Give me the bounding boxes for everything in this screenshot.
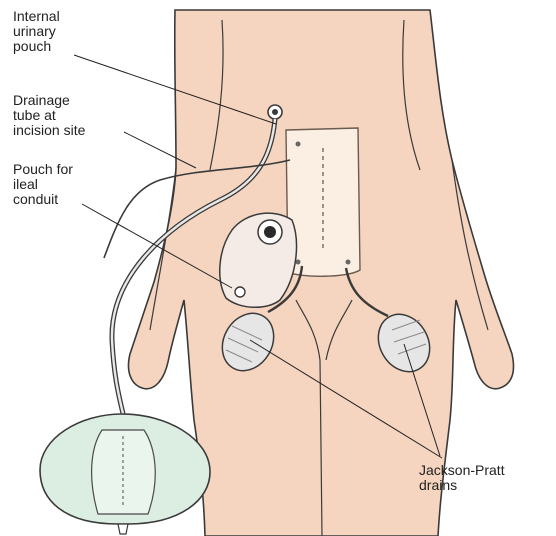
label-line: Jackson-Pratt [419, 463, 505, 478]
drainage-tube-port-center [272, 109, 278, 115]
label-line: urinary [13, 24, 60, 39]
dressing-stitch-1 [296, 142, 301, 147]
label-ileal-conduit-pouch: Pouch for ileal conduit [13, 162, 73, 207]
label-line: Pouch for [13, 162, 73, 177]
dressing-stitch-3 [346, 260, 351, 265]
label-line: Internal [13, 9, 60, 24]
label-line: tube at [13, 108, 85, 123]
label-line: incision site [13, 123, 85, 138]
label-line: Drainage [13, 93, 85, 108]
collection-bag-outlet [118, 524, 128, 534]
label-internal-urinary-pouch: Internal urinary pouch [13, 9, 60, 54]
label-drainage-tube: Drainage tube at incision site [13, 93, 85, 138]
stoma-opening-center [264, 226, 276, 238]
label-line: pouch [13, 39, 60, 54]
label-line: ileal [13, 177, 73, 192]
label-line: drains [419, 478, 505, 493]
label-line: conduit [13, 192, 73, 207]
label-jackson-pratt-drains: Jackson-Pratt drains [419, 463, 505, 493]
pouch-valve [235, 287, 245, 297]
